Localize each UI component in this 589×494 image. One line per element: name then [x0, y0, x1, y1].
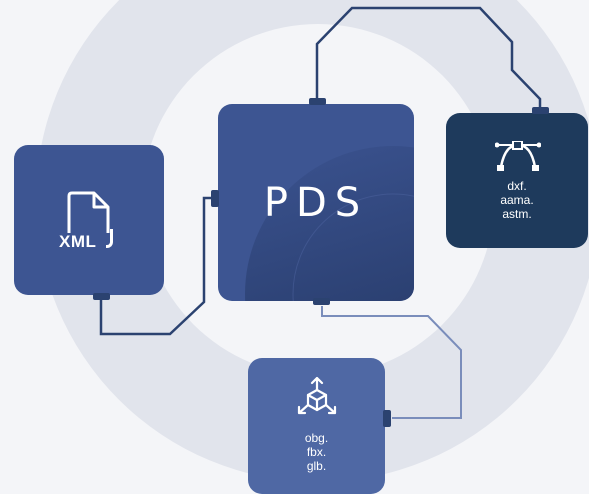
format-label: fbx.: [306, 445, 327, 459]
format-label: aama.: [500, 193, 534, 207]
xml-port: [93, 293, 110, 300]
bezier-curve-icon: [495, 141, 541, 171]
vector-formats: dxf. aama. astm.: [446, 179, 588, 221]
vector-port: [532, 107, 549, 114]
format-label: obg.: [304, 431, 329, 445]
pds-port-left: [211, 190, 219, 207]
xml-node: XML: [14, 145, 164, 295]
edge-pds-to-object: [321, 306, 462, 419]
3d-cube-arrows-icon: [297, 376, 337, 415]
object-port: [383, 410, 391, 427]
xml-label: XML: [59, 232, 97, 251]
pds-logo: PDS: [263, 180, 369, 226]
xml-bracket: [106, 229, 113, 248]
pds-node: PDS: [218, 104, 414, 301]
pds-port-bottom: [313, 298, 330, 305]
object-node: obg. fbx. glb.: [248, 358, 385, 494]
edge-pds-to-vector: [315, 6, 542, 108]
format-label: dxf.: [507, 179, 527, 193]
edge-xml-to-pds: [99, 196, 213, 336]
pds-port-top: [309, 98, 326, 105]
object-formats: obg. fbx. glb.: [248, 431, 385, 473]
xml-file-icon: [67, 191, 110, 233]
format-label: glb.: [306, 459, 327, 473]
format-label: astm.: [502, 207, 532, 221]
vector-node: dxf. aama. astm.: [446, 113, 588, 248]
pds-glow: [245, 146, 414, 301]
